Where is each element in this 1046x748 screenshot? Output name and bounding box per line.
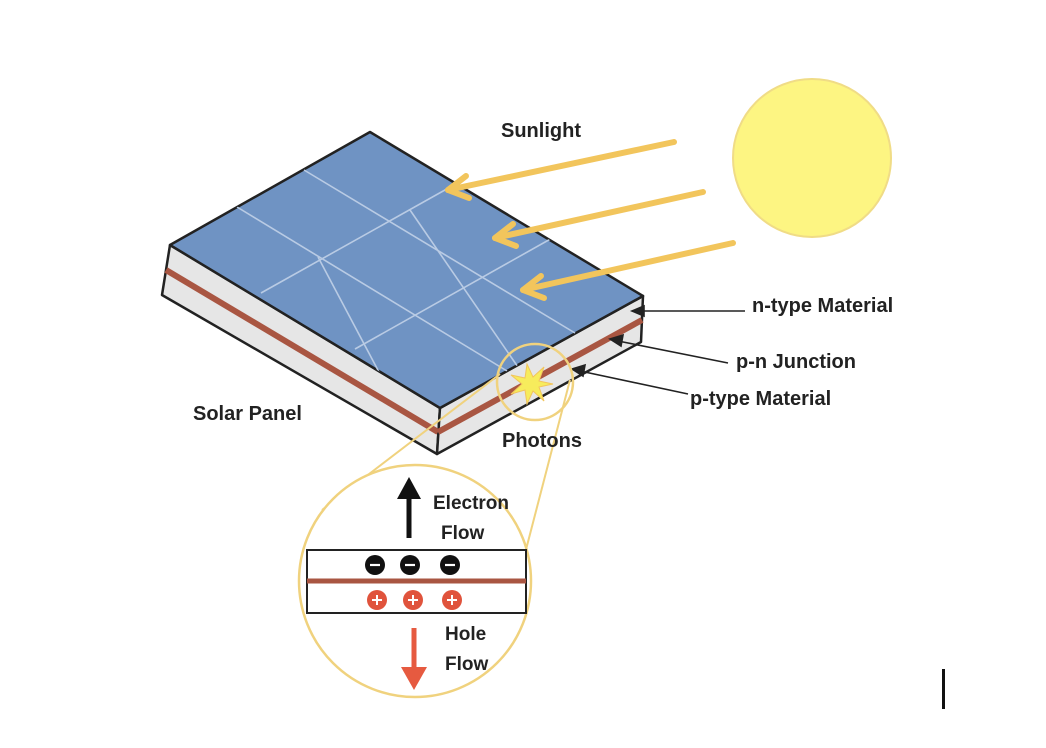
p-type-label: p-type Material — [690, 388, 831, 410]
electron-flow-label-line2: Flow — [441, 523, 484, 544]
sunlight-label: Sunlight — [501, 120, 581, 142]
electron-icon — [440, 555, 460, 575]
sunlight-arrow — [492, 189, 706, 249]
electron-icon — [400, 555, 420, 575]
sun-icon — [732, 78, 892, 238]
hole-icon — [442, 590, 462, 610]
pn-junction-label: p-n Junction — [736, 351, 856, 373]
electrons — [365, 555, 460, 575]
sunlight-arrow — [445, 139, 677, 201]
hole-icon — [403, 590, 423, 610]
n-type-label: n-type Material — [752, 295, 893, 317]
hole-flow-label-line2: Flow — [445, 654, 488, 675]
sunlight-arrows — [445, 139, 736, 301]
electron-icon — [365, 555, 385, 575]
electron-flow-label-line1: Electron — [433, 493, 509, 514]
holes — [367, 590, 462, 610]
junction-stripe-left — [164, 267, 440, 435]
label-pointers — [570, 304, 745, 395]
electron-flow-arrow — [397, 477, 421, 538]
photon-burst-icon — [510, 362, 554, 406]
hole-flow-arrow — [401, 628, 427, 690]
panel-grid — [236, 169, 576, 408]
sunlight-arrow — [520, 240, 736, 301]
text-cursor — [942, 669, 945, 709]
panel-top-surface — [168, 130, 645, 410]
hole-icon — [367, 590, 387, 610]
photons-label: Photons — [502, 430, 582, 452]
callout-small-circle — [495, 342, 575, 422]
solar-panel-label: Solar Panel — [193, 403, 302, 425]
hole-flow-label-line1: Hole — [445, 624, 486, 645]
callout-line — [521, 379, 571, 566]
